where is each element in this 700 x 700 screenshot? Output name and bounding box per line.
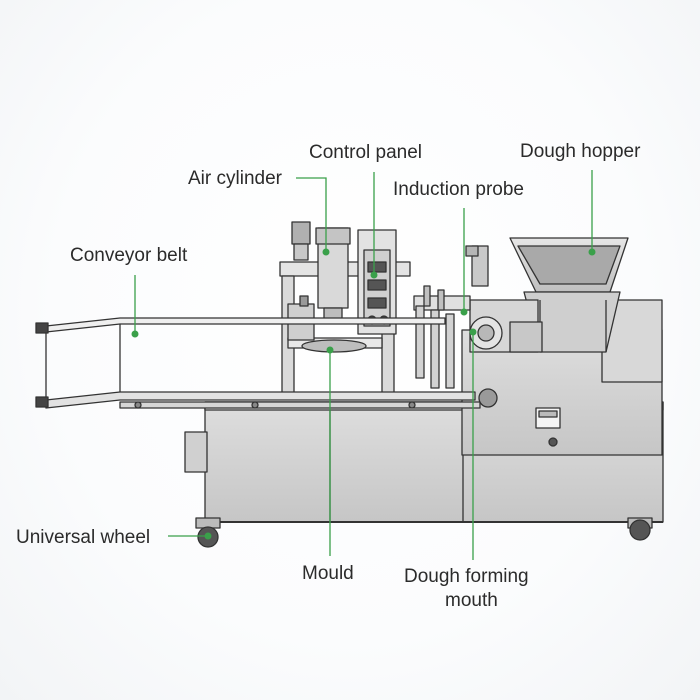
label-air-cylinder: Air cylinder	[188, 168, 283, 189]
conveyor	[35, 317, 498, 409]
label-control-panel: Control panel	[309, 142, 422, 163]
upper-frame	[279, 261, 411, 399]
air-cylinder	[291, 221, 351, 323]
label-induction-probe: Induction probe	[393, 179, 524, 200]
label-dough-hopper: Dough hopper	[520, 141, 641, 162]
forming-columns	[413, 285, 471, 389]
leader-lines	[134, 170, 593, 560]
label-dough-forming-mouth-line2: mouth	[445, 590, 498, 611]
extruder	[465, 245, 543, 353]
leader-dots	[131, 248, 596, 540]
label-mould: Mould	[302, 563, 354, 584]
labels: Control panel Dough hopper Air cylinder …	[16, 141, 641, 611]
label-universal-wheel: Universal wheel	[16, 527, 150, 548]
caster-right	[627, 517, 653, 541]
machine	[35, 221, 664, 548]
label-conveyor-belt: Conveyor belt	[70, 245, 188, 266]
leader-air-cylinder	[296, 177, 327, 252]
dough-hopper	[509, 237, 629, 353]
label-dough-forming-mouth-line1: Dough forming	[404, 566, 529, 587]
